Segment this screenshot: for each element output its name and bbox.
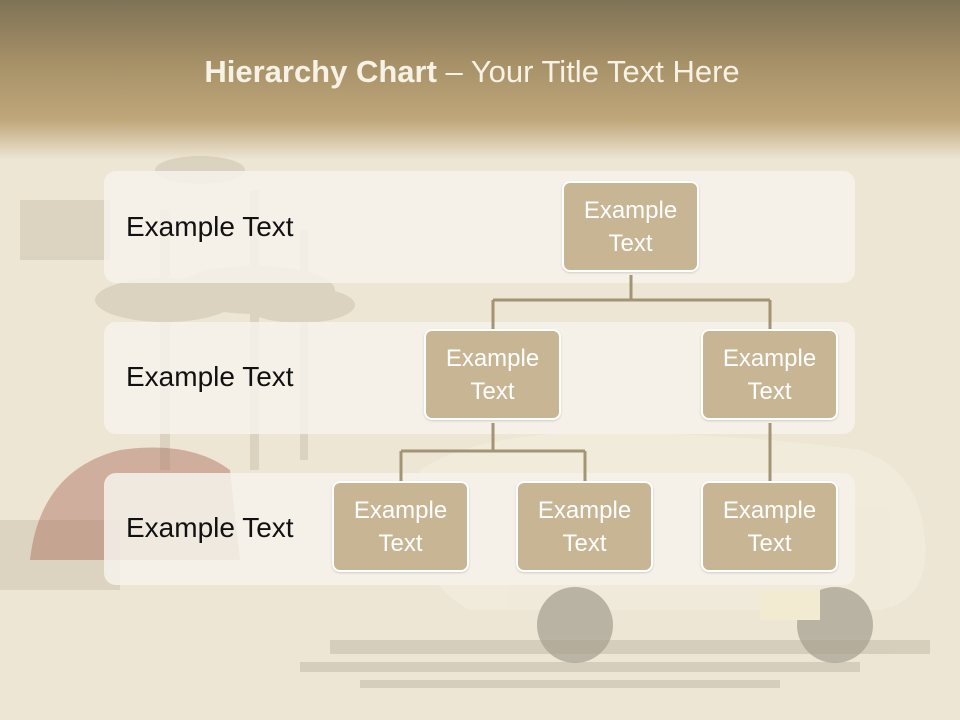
- title-bold: Hierarchy Chart: [204, 54, 437, 89]
- org-node-level2-right[interactable]: Example Text: [701, 329, 838, 420]
- org-node-level3-3[interactable]: Example Text: [701, 481, 838, 572]
- node-text-line1: Example: [583, 196, 678, 224]
- node-text-line1: Example: [722, 496, 817, 524]
- slide-header: [0, 0, 960, 160]
- node-text-line1: Example: [353, 496, 448, 524]
- node-text-line1: Example: [445, 344, 540, 372]
- page-title: Hierarchy Chart – Your Title Text Here: [0, 54, 944, 90]
- org-node-level2-left[interactable]: Example Text: [424, 329, 561, 420]
- node-text-line2: Text: [747, 529, 792, 557]
- level-label-2: Example Text: [126, 361, 294, 392]
- level-label-1: Example Text: [126, 211, 294, 242]
- level-label-3: Example Text: [126, 512, 294, 543]
- org-node-level3-1[interactable]: Example Text: [332, 481, 469, 572]
- node-text-line2: Text: [747, 377, 792, 405]
- org-node-root[interactable]: Example Text: [562, 181, 699, 272]
- node-text-line1: Example: [722, 344, 817, 372]
- node-text-line2: Text: [470, 377, 515, 405]
- level-band-1: [104, 171, 855, 283]
- node-text-line2: Text: [378, 529, 423, 557]
- title-rest: Your Title Text Here: [470, 54, 740, 89]
- node-text-line2: Text: [562, 529, 607, 557]
- node-text-line1: Example: [537, 496, 632, 524]
- org-node-level3-2[interactable]: Example Text: [516, 481, 653, 572]
- node-text-line2: Text: [608, 229, 653, 257]
- title-separator: –: [436, 54, 471, 89]
